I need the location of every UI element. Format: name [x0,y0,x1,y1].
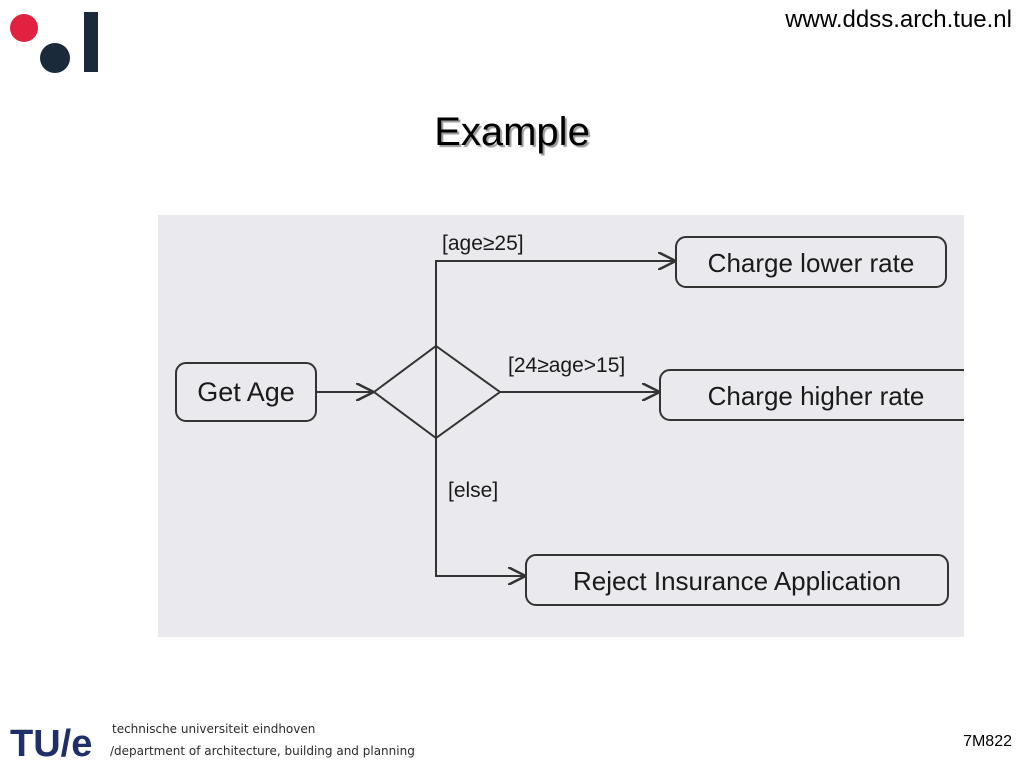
slide-title: Example [434,110,590,154]
tue-wordmark-icon: TU/e [10,723,92,764]
footer-university: technische universiteit eindhoven [112,722,316,736]
activity-diagram: Get Age [age≥25] [24≥age>15] [else] Char… [175,232,964,606]
guard-else: [else] [448,479,498,502]
footer-department: /department of architecture, building an… [110,744,415,758]
page-code: 7M822 [963,733,1012,750]
node-charge-higher-label: Charge higher rate [708,381,925,411]
node-charge-lower-box [675,236,947,288]
activity-diagram-image: Get Age [age≥25] [24≥age>15] [else] Char… [158,215,964,637]
header-url: www.ddss.arch.tue.nl [785,6,1012,33]
guard-age-24-15: [24≥age>15] [508,354,625,377]
node-reject-box [525,554,949,606]
tue-logo-icon [10,12,98,73]
footer-logo-text: TU/e [10,723,92,764]
node-get-age-label: Get Age [197,377,295,407]
node-reject-label: Reject Insurance Application [573,566,901,596]
guard-age-ge-25: [age≥25] [442,232,524,255]
node-charge-higher-box [659,369,964,421]
node-charge-lower-label: Charge lower rate [708,248,915,278]
